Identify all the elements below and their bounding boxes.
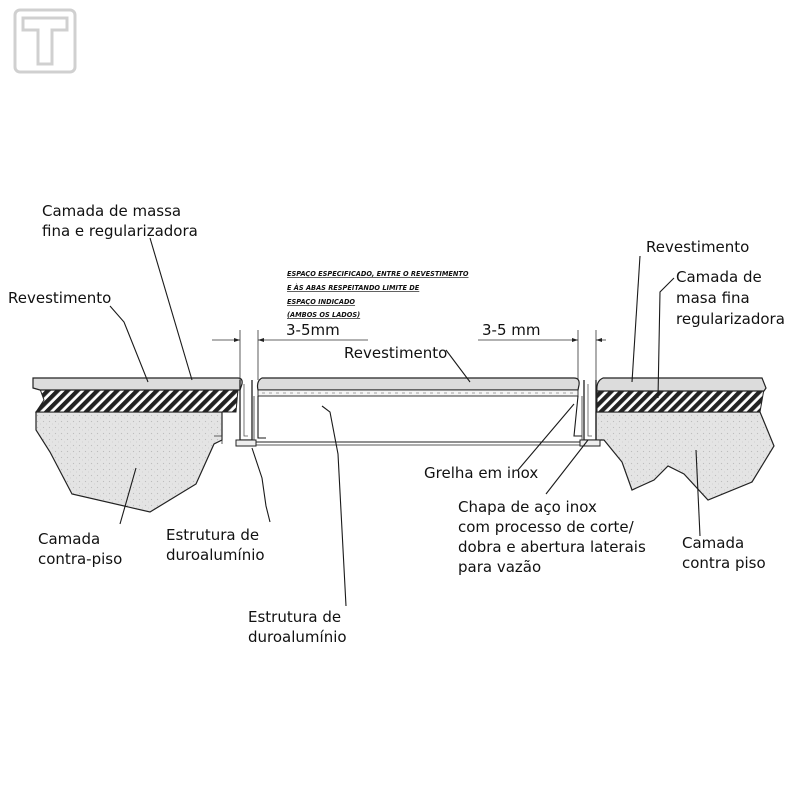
- right-revestimento-tile: [596, 377, 767, 392]
- right-massa-layer: [596, 388, 765, 413]
- note-line-4: (AMBOS OS LADOS): [287, 311, 360, 319]
- label-contrapiso-left-2: contra-piso: [38, 550, 122, 568]
- note-line-2: E ÀS ABAS RESPEITANDO LIMITE DE: [287, 283, 420, 292]
- label-contrapiso-left-1: Camada: [38, 530, 100, 548]
- label-chapa-4: para vazão: [458, 558, 541, 576]
- t-logo-icon: [13, 8, 77, 74]
- label-chapa-1: Chapa de aço inox: [458, 498, 597, 516]
- left-aluminum-profile: [235, 380, 257, 447]
- label-contrapiso-right-2: contra piso: [682, 554, 766, 572]
- label-massa-left-1: Camada de massa: [42, 202, 181, 220]
- dimension-left-label: 3-5mm: [286, 321, 340, 339]
- left-contrapiso: [35, 411, 223, 513]
- label-massa-right-1: Camada de: [676, 268, 762, 286]
- right-slab: [595, 377, 775, 501]
- dimension-left: [212, 330, 368, 380]
- label-revestimento-left: Revestimento: [8, 289, 111, 307]
- left-slab: [32, 377, 243, 513]
- label-contrapiso-right-1: Camada: [682, 534, 744, 552]
- note-line-3: ESPAÇO INDICADO: [287, 298, 355, 306]
- label-estrutura-left-2: duroalumínio: [166, 546, 265, 564]
- center-revestimento-tile: [256, 377, 580, 391]
- label-massa-right-3: regularizadora: [676, 310, 785, 328]
- leader-lines: [109, 237, 701, 607]
- label-massa-right-2: masa fina: [676, 289, 750, 307]
- label-estrutura-left-1: Estrutura de: [166, 526, 259, 544]
- note-line-1: ESPAÇO ESPECIFICADO, ENTRE O REVESTIMENT…: [287, 270, 469, 278]
- label-chapa-2: com processo de corte/: [458, 518, 635, 536]
- center-grate: [250, 377, 590, 446]
- label-revestimento-center: Revestimento: [344, 344, 447, 362]
- label-estrutura-center-1: Estrutura de: [248, 608, 341, 626]
- dimension-right-label: 3-5 mm: [482, 321, 541, 339]
- right-contrapiso: [595, 411, 775, 501]
- left-revestimento-tile: [32, 377, 243, 391]
- dimension-right: [478, 330, 606, 380]
- label-estrutura-center-2: duroalumínio: [248, 628, 347, 646]
- left-massa-layer: [35, 388, 239, 413]
- label-chapa-3: dobra e abertura laterais: [458, 538, 646, 556]
- label-massa-left-2: fina e regularizadora: [42, 222, 198, 240]
- label-revestimento-right: Revestimento: [646, 238, 749, 256]
- label-grelha: Grelha em inox: [424, 464, 538, 482]
